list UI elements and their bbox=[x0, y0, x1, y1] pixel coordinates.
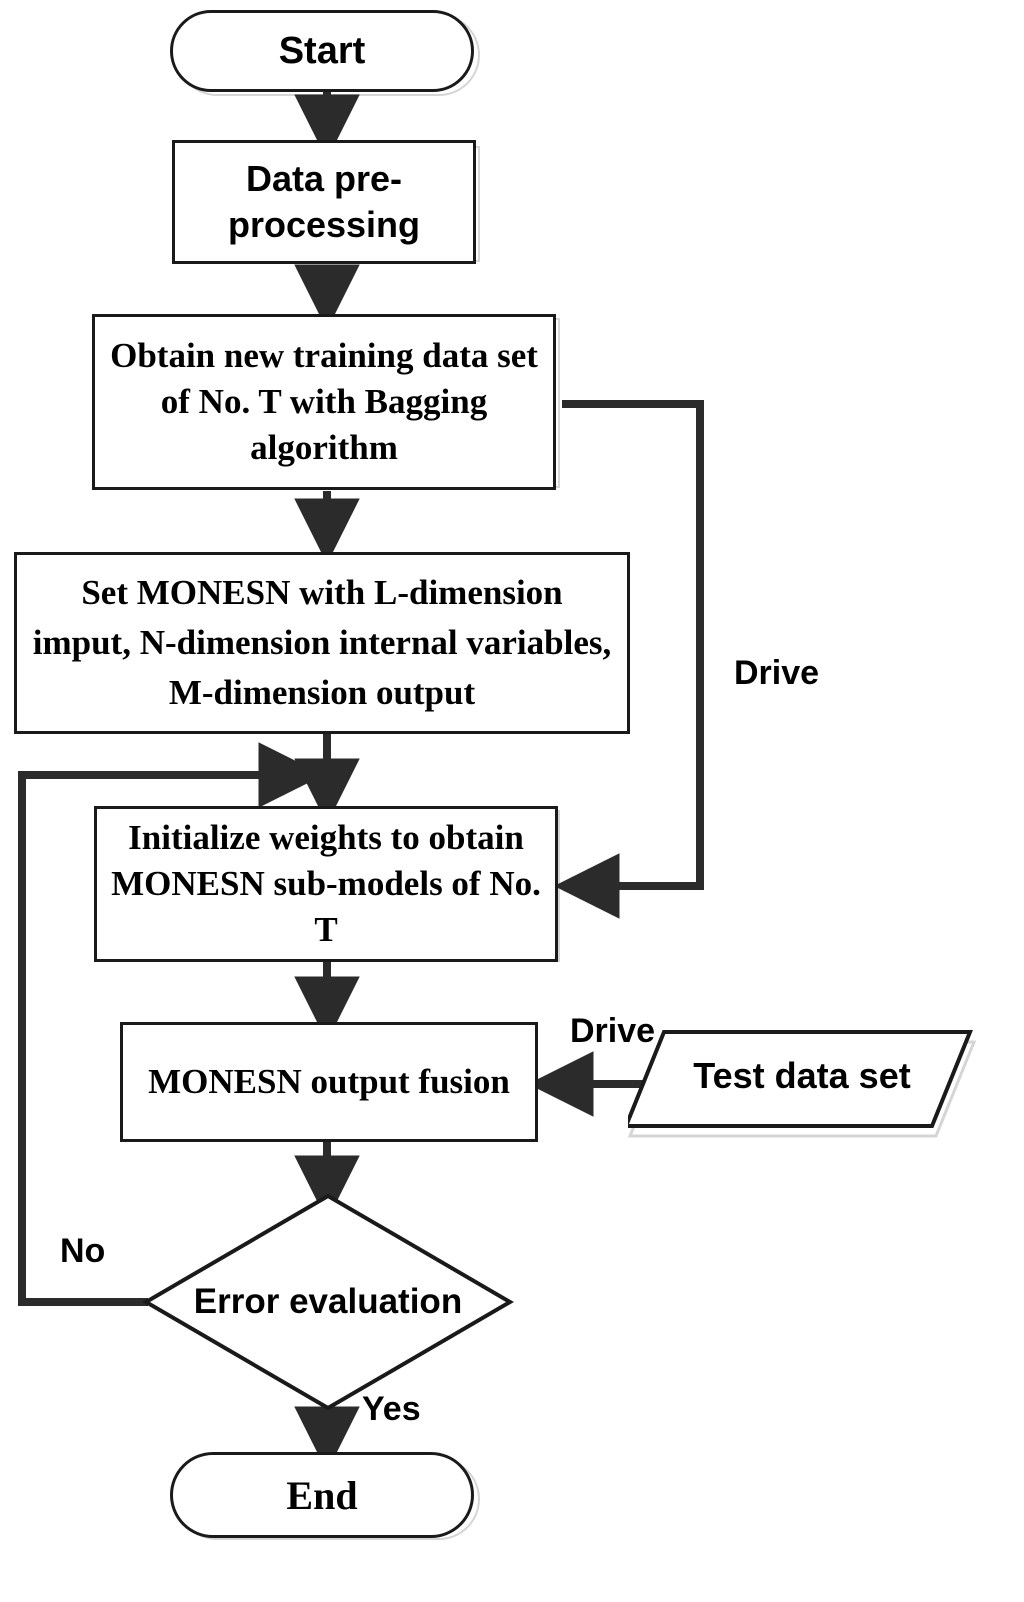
edge-label-no: No bbox=[60, 1232, 106, 1270]
node-set-monesn[interactable]: Set MONESN with L-dimension imput, N-dim… bbox=[14, 552, 630, 734]
node-obtain-training-data[interactable]: Obtain new training data set of No. T wi… bbox=[92, 314, 556, 490]
node-error-evaluation-label: Error evaluation bbox=[193, 1282, 463, 1321]
node-initialize-weights-label: Initialize weights to obtain MONESN sub-… bbox=[111, 818, 541, 949]
node-monesn-output-fusion-label: MONESN output fusion bbox=[148, 1062, 510, 1101]
node-error-evaluation[interactable]: Error evaluation bbox=[140, 1190, 516, 1414]
edge-bagging-drive-to-initialize bbox=[553, 400, 704, 919]
test-data-set-shape bbox=[623, 1030, 977, 1138]
node-start-label: Start bbox=[278, 29, 366, 72]
node-initialize-weights[interactable]: Initialize weights to obtain MONESN sub-… bbox=[94, 806, 558, 962]
node-end-label: End bbox=[286, 1472, 358, 1518]
edge-error-no-loopback bbox=[18, 742, 325, 1306]
node-start[interactable]: Start bbox=[170, 10, 474, 92]
node-test-data-set[interactable]: Test data set bbox=[623, 1024, 977, 1144]
node-end[interactable]: End bbox=[170, 1452, 474, 1538]
edge-label-yes: Yes bbox=[362, 1390, 421, 1428]
edge-label-drive-upper: Drive bbox=[734, 654, 820, 692]
edge-label-drive-lower: Drive bbox=[570, 1012, 656, 1050]
node-set-monesn-label: Set MONESN with L-dimension imput, N-dim… bbox=[32, 573, 612, 712]
node-monesn-output-fusion[interactable]: MONESN output fusion bbox=[120, 1022, 538, 1142]
node-data-preprocessing[interactable]: Data pre-processing bbox=[172, 140, 476, 264]
node-obtain-training-data-label: Obtain new training data set of No. T wi… bbox=[110, 336, 538, 467]
node-test-data-set-label: Test data set bbox=[693, 1055, 911, 1096]
node-data-preprocessing-label: Data pre-processing bbox=[227, 158, 421, 245]
